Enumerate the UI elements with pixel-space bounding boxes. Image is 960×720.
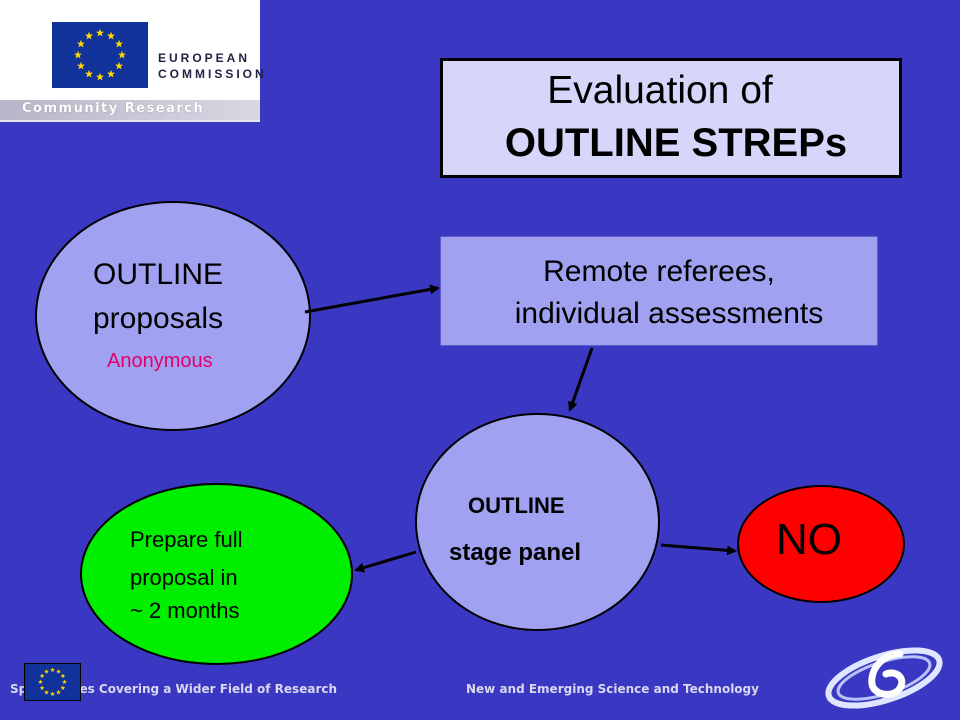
star-icon xyxy=(39,673,45,679)
star-icon xyxy=(50,667,55,673)
arrow-panel-to-no xyxy=(660,543,737,556)
star-icon xyxy=(38,679,43,685)
star-icon xyxy=(96,72,104,81)
star-icon xyxy=(85,69,93,78)
star-icon xyxy=(74,50,82,59)
star-icon xyxy=(44,689,49,695)
outline-proposals-line2: proposals xyxy=(93,302,224,335)
prepare-line1: Prepare full xyxy=(130,527,243,552)
star-icon xyxy=(56,669,61,674)
star-icon xyxy=(115,39,124,48)
fp6-logo-icon xyxy=(825,647,943,709)
title-box: Evaluation of OUTLINE STREPs xyxy=(440,58,902,178)
remote-referees-line1: Remote referees, xyxy=(543,255,775,288)
footer-left-text: Sp Activities Covering a Wider Field of … xyxy=(10,682,338,696)
star-icon xyxy=(115,61,124,70)
panel-line2: stage panel xyxy=(449,539,582,566)
panel-line1: OUTLINE xyxy=(468,493,565,518)
star-icon xyxy=(85,31,93,40)
title-line1: Evaluation of xyxy=(547,69,773,112)
community-research-strip xyxy=(0,100,260,120)
no-node xyxy=(737,485,905,603)
prepare-line3: ~ 2 months xyxy=(130,598,240,623)
star-icon xyxy=(56,689,61,695)
anonymous-note: Anonymous xyxy=(107,350,213,372)
star-icon xyxy=(107,31,115,40)
arrow-proposals-to-referees xyxy=(304,284,440,314)
star-icon xyxy=(96,28,104,37)
eu-flag-icon xyxy=(52,22,148,88)
outline-proposals-node xyxy=(35,201,311,431)
footer-right-text: New and Emerging Science and Technology xyxy=(466,682,759,696)
arrow-panel-to-prepare xyxy=(354,550,417,573)
prepare-line2: proposal in xyxy=(130,565,238,590)
no-label: NO xyxy=(776,515,842,564)
outline-proposals-line1: OUTLINE xyxy=(93,258,224,291)
star-icon xyxy=(60,673,66,679)
star-icon xyxy=(76,39,85,48)
footer-eu-flag-icon xyxy=(24,663,81,701)
star-icon xyxy=(62,679,67,685)
remote-referees-node: Remote referees, individual assessments xyxy=(440,236,878,346)
prepare-node xyxy=(80,483,353,665)
title-line2: OUTLINE STREPs xyxy=(504,121,848,165)
star-icon xyxy=(60,685,66,691)
star-icon xyxy=(118,50,126,59)
european-commission-logo: EUROPEAN COMMISSION Community Research xyxy=(0,0,264,122)
org-line1: EUROPEAN xyxy=(158,51,251,65)
star-icon xyxy=(107,69,115,78)
community-research-label: Community Research xyxy=(22,101,205,116)
star-icon xyxy=(76,61,85,70)
star-icon xyxy=(44,669,49,674)
panel-node xyxy=(415,413,660,631)
remote-referees-line2: individual assessments xyxy=(514,297,824,330)
org-line2: COMMISSION xyxy=(158,67,267,81)
org-name: EUROPEAN COMMISSION xyxy=(158,50,267,82)
star-icon xyxy=(50,691,55,697)
arrow-referees-to-panel xyxy=(567,347,594,412)
star-icon xyxy=(39,685,45,691)
